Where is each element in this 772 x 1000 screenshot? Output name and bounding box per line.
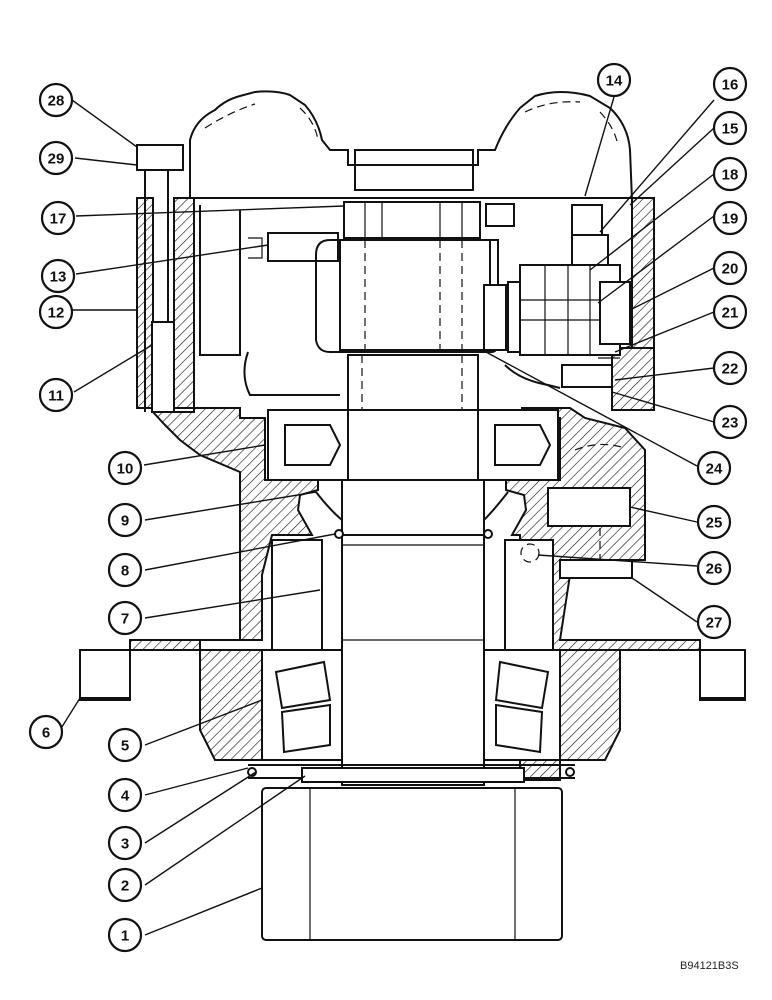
callout-1: 1 bbox=[107, 917, 143, 953]
callout-label: 9 bbox=[121, 513, 129, 530]
right-housing-wall bbox=[611, 197, 655, 411]
drawing-reference-code: B94121B3S bbox=[680, 960, 739, 972]
callout-label: 15 bbox=[722, 121, 739, 138]
spacer bbox=[271, 539, 554, 651]
callout-12: 12 bbox=[38, 294, 74, 330]
callout-label: 25 bbox=[706, 515, 723, 532]
callout-6: 6 bbox=[28, 714, 64, 750]
output-shaft bbox=[341, 354, 485, 786]
callout-4: 4 bbox=[107, 777, 143, 813]
callout-7: 7 bbox=[107, 600, 143, 636]
callout-19: 19 bbox=[712, 200, 748, 236]
callout-17: 17 bbox=[40, 200, 76, 236]
callout-label: 13 bbox=[50, 269, 67, 286]
callout-label: 20 bbox=[722, 261, 739, 278]
callout-8: 8 bbox=[107, 552, 143, 588]
callout-22: 22 bbox=[712, 350, 748, 386]
callout-25: 25 bbox=[696, 504, 732, 540]
callout-label: 11 bbox=[48, 388, 64, 405]
lower-housing bbox=[79, 407, 746, 781]
callout-label: 4 bbox=[121, 788, 130, 805]
seals bbox=[315, 491, 509, 539]
callout-label: 18 bbox=[722, 167, 739, 184]
callout-2: 2 bbox=[107, 867, 143, 903]
callout-3: 3 bbox=[107, 825, 143, 861]
callout-label: 2 bbox=[121, 878, 129, 895]
callout-24: 24 bbox=[696, 450, 732, 486]
callout-label: 1 bbox=[121, 928, 129, 945]
callout-label: 5 bbox=[121, 738, 129, 755]
callout-label: 12 bbox=[48, 305, 65, 322]
callout-label: 24 bbox=[706, 461, 723, 478]
callout-label: 3 bbox=[121, 836, 129, 853]
pinion-gear bbox=[261, 787, 563, 941]
left-housing-wall bbox=[136, 144, 195, 413]
callout-label: 28 bbox=[48, 93, 65, 110]
callout-18: 18 bbox=[712, 156, 748, 192]
callout-28: 28 bbox=[38, 82, 74, 118]
callout-label: 21 bbox=[722, 305, 739, 322]
callout-label: 17 bbox=[50, 211, 67, 228]
callout-label: 16 bbox=[722, 77, 739, 94]
callout-label: 22 bbox=[722, 361, 739, 378]
callout-9: 9 bbox=[107, 502, 143, 538]
callout-label: 26 bbox=[706, 561, 723, 578]
upper-bearing bbox=[267, 409, 559, 481]
callout-label: 29 bbox=[48, 151, 65, 168]
callout-15: 15 bbox=[712, 110, 748, 146]
callout-label: 6 bbox=[42, 725, 50, 742]
callout-label: 10 bbox=[117, 461, 134, 478]
callout-label: 19 bbox=[722, 211, 739, 228]
motor-housing bbox=[189, 90, 633, 201]
retainer-ring bbox=[247, 764, 575, 783]
callout-14: 14 bbox=[596, 62, 632, 98]
callout-label: 23 bbox=[722, 415, 739, 432]
callout-29: 29 bbox=[38, 140, 74, 176]
callout-20: 20 bbox=[712, 250, 748, 286]
callout-21: 21 bbox=[712, 294, 748, 330]
leader-lines bbox=[59, 96, 715, 936]
callout-16: 16 bbox=[712, 66, 748, 102]
callout-13: 13 bbox=[40, 258, 76, 294]
planetary-carrier bbox=[199, 201, 631, 396]
callout-10: 10 bbox=[107, 450, 143, 486]
callout-23: 23 bbox=[712, 404, 748, 440]
callout-label: 7 bbox=[121, 611, 129, 628]
callout-label: 27 bbox=[706, 615, 723, 632]
callout-26: 26 bbox=[696, 550, 732, 586]
lower-taper-bearing bbox=[261, 649, 561, 761]
callout-label: 8 bbox=[121, 563, 129, 580]
callout-label: 14 bbox=[606, 73, 623, 90]
callout-27: 27 bbox=[696, 604, 732, 640]
callout-5: 5 bbox=[107, 727, 143, 763]
callout-11: 11 bbox=[38, 377, 74, 413]
